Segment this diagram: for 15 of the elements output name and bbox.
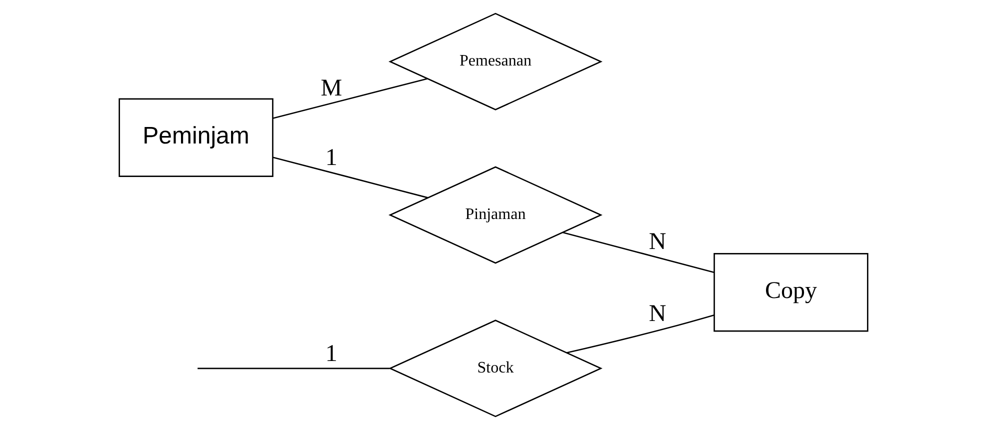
- connector: [566, 314, 714, 354]
- node-diamond: Pinjaman: [388, 166, 602, 264]
- connector: [272, 156, 428, 198]
- edge-label: 1: [324, 144, 337, 171]
- edge-label: M: [320, 75, 342, 102]
- connector: [272, 78, 427, 119]
- connector: [562, 232, 714, 274]
- node-diamond: Pemesanan: [388, 12, 602, 110]
- edge-label: 1: [324, 340, 337, 367]
- node-box: Copy: [713, 253, 868, 332]
- node-diamond: Stock: [388, 320, 602, 418]
- connector: [197, 368, 390, 370]
- edge-label: N: [648, 228, 666, 255]
- edge-label: N: [648, 300, 666, 327]
- node-box: Peminjam: [118, 98, 273, 177]
